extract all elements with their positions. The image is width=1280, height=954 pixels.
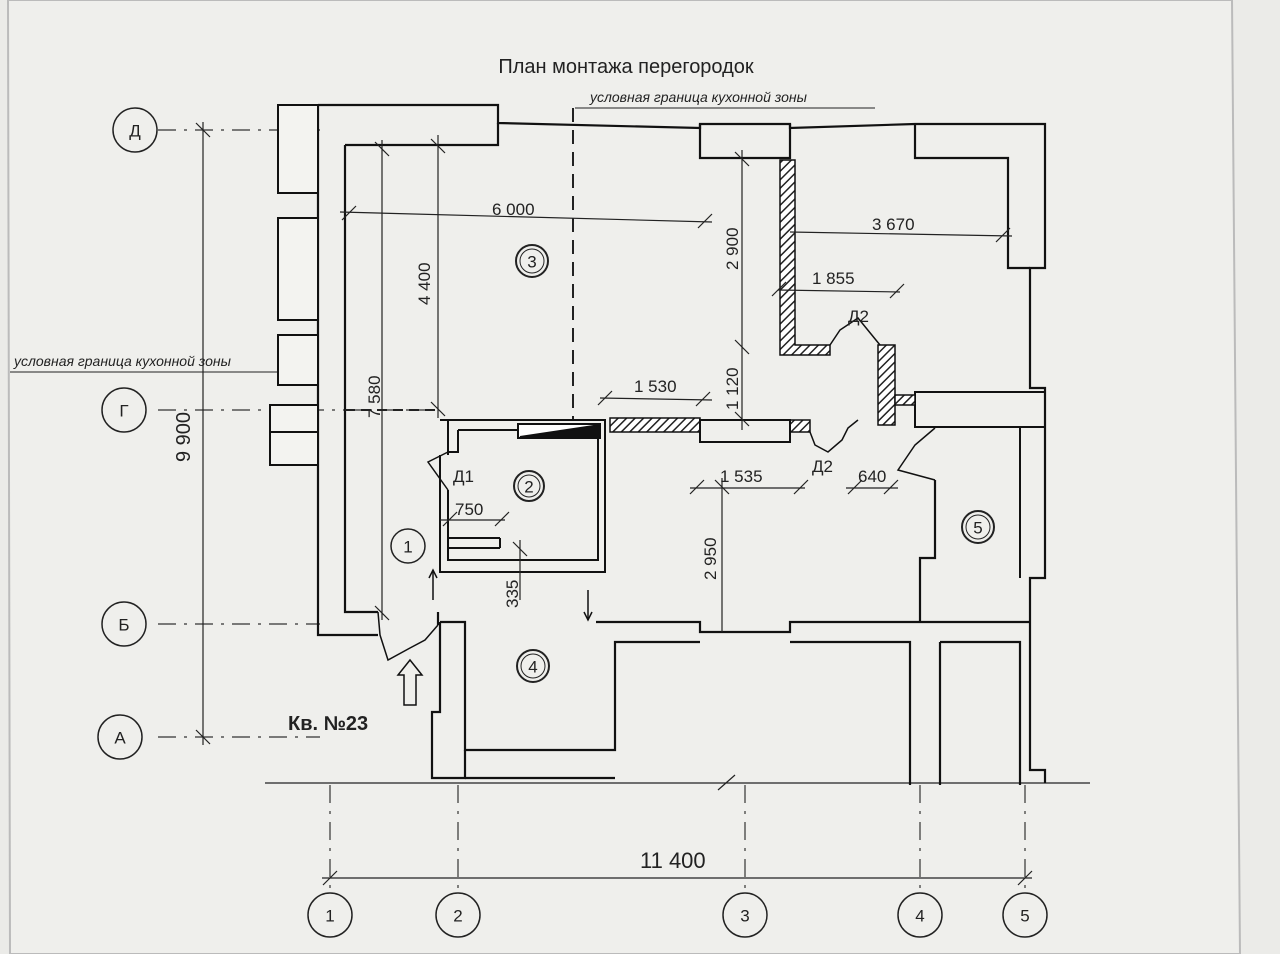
dim-2900-label: 2 900 — [723, 227, 742, 270]
dim-6000-label: 6 000 — [492, 200, 535, 219]
svg-text:2: 2 — [524, 478, 533, 497]
dim-3670-label: 3 670 — [872, 215, 915, 234]
door-d2-top — [829, 316, 881, 346]
kitchen-boundary-label-top: условная граница кухонной зоны — [589, 89, 808, 105]
room-bubble-5: 5 — [961, 510, 995, 544]
small-arrows — [428, 568, 593, 622]
door-d2-top-label: Д2 — [848, 307, 869, 326]
door-room5 — [896, 427, 936, 481]
col-axis-bubble-3: 3 — [722, 892, 768, 938]
apartment-label: Кв. №23 — [288, 713, 368, 735]
plan-title: План монтажа перегородок — [498, 56, 754, 78]
col-axis-bubble-4: 4 — [897, 892, 943, 938]
svg-text:Д: Д — [129, 122, 141, 141]
paper-border — [6, 0, 1242, 954]
baseline-break — [717, 774, 736, 791]
col-axis-bubble-5: 5 — [1002, 892, 1048, 938]
partition-segment — [699, 419, 791, 443]
svg-text:Г: Г — [119, 402, 128, 421]
svg-text:А: А — [114, 729, 126, 748]
entrance-door — [377, 611, 439, 662]
dim-9900-label: 9 900 — [173, 412, 195, 462]
svg-text:3: 3 — [740, 907, 749, 926]
row-axis-bubble-g: Г — [101, 387, 147, 433]
dim-11400 — [322, 870, 1033, 886]
right-wall-piece — [914, 391, 1046, 578]
door-d2-bottom-label: Д2 — [812, 457, 833, 476]
row-axis-bubble-d: Д — [112, 107, 158, 153]
svg-text:Б: Б — [118, 616, 129, 635]
door-d1-label: Д1 — [453, 467, 474, 486]
col-axis-bubble-1: 1 — [307, 892, 353, 938]
room-bubble-1: 1 — [390, 528, 426, 564]
svg-text:3: 3 — [527, 253, 536, 272]
bathroom-block — [439, 419, 606, 573]
door-d1 — [426, 451, 449, 491]
svg-text:1: 1 — [325, 907, 334, 926]
new-partitions — [609, 159, 916, 433]
dim-2950-label: 2 950 — [701, 537, 720, 580]
dim-9900 — [195, 122, 211, 745]
svg-text:2: 2 — [453, 907, 462, 926]
left-windows — [269, 104, 319, 466]
dim-1530-label: 1 530 — [634, 377, 677, 396]
dim-1120-label: 1 120 — [723, 367, 742, 410]
row-axis-bubble-a: А — [97, 714, 143, 760]
svg-text:4: 4 — [915, 907, 924, 926]
room-bubble-2: 2 — [513, 470, 545, 502]
kitchen-boundary-label-left: условная граница кухонной зоны — [13, 353, 232, 369]
dim-4400-label: 4 400 — [415, 262, 434, 305]
svg-text:4: 4 — [528, 658, 537, 677]
dim-640-label: 640 — [858, 467, 886, 486]
dim-1855-label: 1 855 — [812, 269, 855, 288]
dim-750-label: 750 — [455, 500, 483, 519]
col-axis-bubble-2: 2 — [435, 892, 481, 938]
dim-11400-label: 11 400 — [640, 848, 706, 873]
svg-text:1: 1 — [403, 538, 412, 557]
svg-text:5: 5 — [1020, 907, 1029, 926]
dim-1535-label: 1 535 — [720, 467, 763, 486]
dim-335-label: 335 — [503, 580, 522, 608]
room-bubble-3: 3 — [515, 244, 549, 278]
interior-dim-lines — [339, 135, 1013, 632]
svg-text:5: 5 — [973, 519, 982, 538]
dim-7580-label: 7 580 — [365, 375, 384, 418]
row-axis-bubble-b: Б — [101, 601, 147, 647]
entrance-arrow — [396, 658, 424, 706]
room-bubble-4: 4 — [516, 649, 550, 683]
door-d2-bottom — [809, 419, 859, 453]
